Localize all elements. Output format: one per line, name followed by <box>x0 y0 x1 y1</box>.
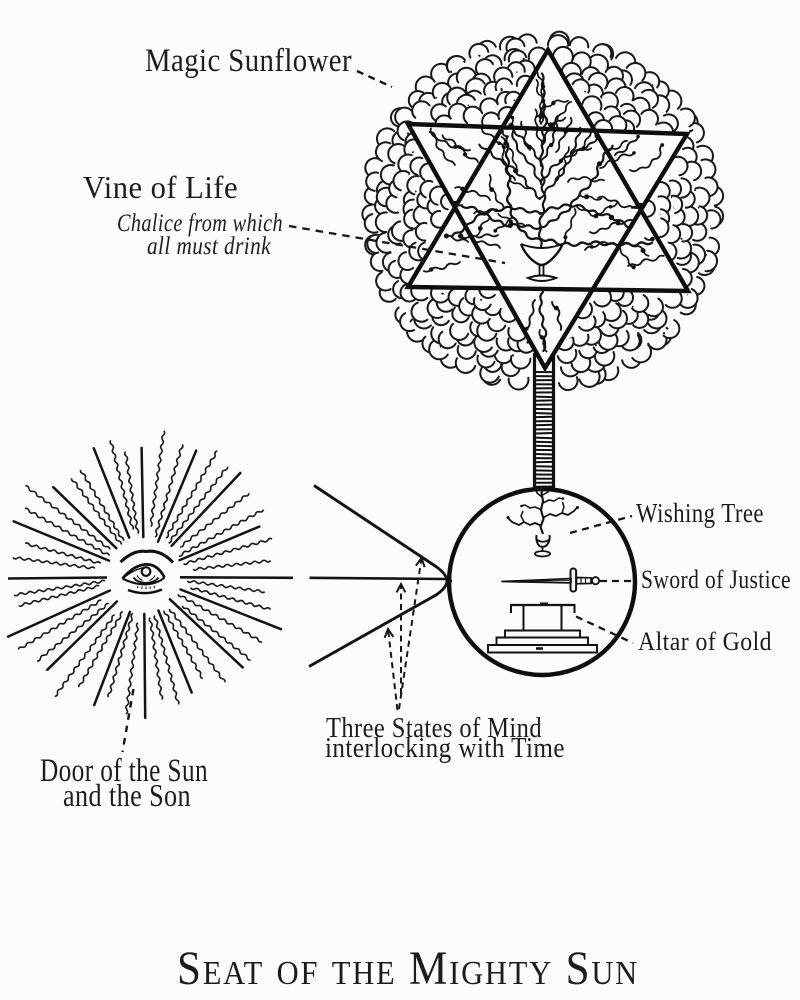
svg-text:Vine of Life: Vine of Life <box>83 169 238 205</box>
svg-text:Magic Sunflower: Magic Sunflower <box>145 43 352 79</box>
svg-text:Door of the Sun: Door of the Sun <box>40 753 208 789</box>
svg-text:Chalice from which: Chalice from which <box>117 210 283 237</box>
svg-text:Sword of Justice: Sword of Justice <box>641 565 791 594</box>
svg-text:all must drink: all must drink <box>147 233 271 260</box>
svg-text:interlocking with Time: interlocking with Time <box>325 733 565 764</box>
svg-text:Altar of Gold: Altar of Gold <box>638 627 772 656</box>
svg-text:and the Son: and the Son <box>63 777 191 813</box>
svg-text:Wishing Tree: Wishing Tree <box>636 498 764 528</box>
svg-text:Three States of Mind: Three States of Mind <box>326 713 542 744</box>
svg-text:Seat of the Mighty Sun: Seat of the Mighty Sun <box>177 942 639 995</box>
